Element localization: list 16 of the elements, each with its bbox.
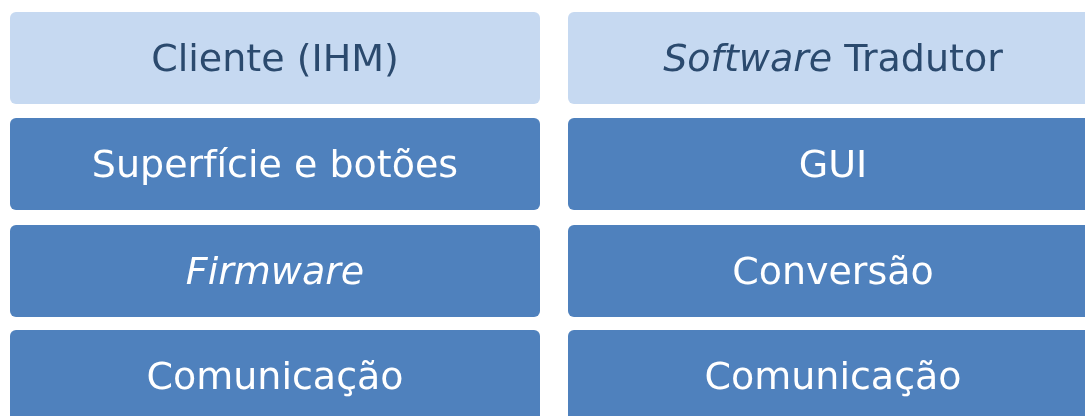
header-box [10, 12, 540, 104]
layer-box [10, 118, 540, 210]
layer-box [568, 225, 1085, 317]
layer-label: Conversão [732, 249, 934, 293]
column-heading: Cliente (IHM) [151, 36, 399, 80]
layer-box [568, 118, 1085, 210]
column-heading: Software Tradutor [663, 36, 1003, 80]
layer-label: GUI [798, 142, 868, 186]
layer-box [10, 330, 540, 416]
layer-label: Comunicação [146, 354, 404, 398]
layer-box [10, 225, 540, 317]
layer-label: Firmware [185, 249, 365, 293]
header-box [568, 12, 1085, 104]
layer-label: Comunicação [704, 354, 962, 398]
layer-box [568, 330, 1085, 416]
layer-label: Superfície e botões [91, 142, 459, 186]
